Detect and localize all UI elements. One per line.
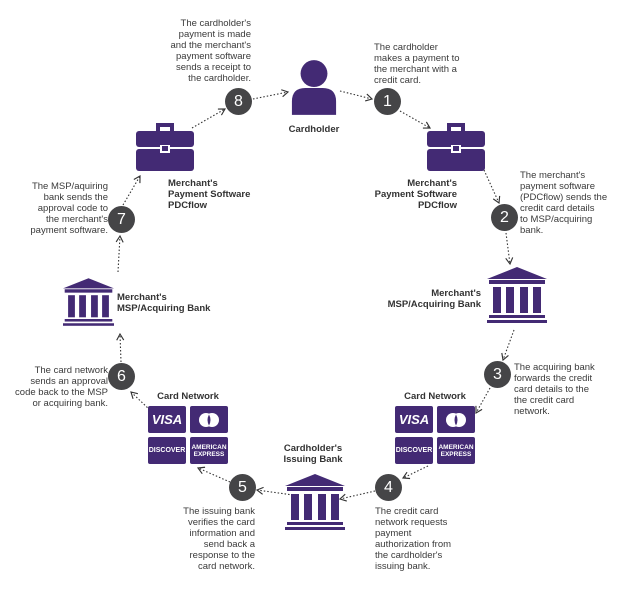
arrow-5-to-network — [196, 466, 231, 483]
arrow-bank-to-7 — [115, 234, 124, 273]
acquiring-bank-left-label: Merchant's MSP/Acquiring Bank — [117, 292, 211, 314]
bank-icon — [487, 267, 547, 323]
step-1-text: The cardholder makes a payment to the me… — [374, 42, 460, 86]
arrow-bank-to-3 — [501, 329, 515, 362]
arrow-8-to-cardholder — [252, 89, 290, 100]
cardholder-label: Cardholder — [288, 124, 340, 135]
card-network-right-logos: VISA DISCOVER AMERICAN EXPRESS — [395, 406, 477, 464]
amex-logo: AMERICAN EXPRESS — [437, 437, 475, 464]
step-8-text: The cardholder's payment is made and the… — [170, 18, 252, 84]
arrow-network-to-6 — [130, 391, 151, 411]
step-2-badge: 2 — [491, 204, 518, 231]
briefcase-icon — [427, 121, 485, 171]
discover-logo: DISCOVER — [395, 437, 433, 464]
step-6-text: The card network sends an approval code … — [15, 365, 108, 409]
step-2-text: The merchant's payment software (PDCflow… — [520, 170, 608, 236]
card-network-left-label: Card Network — [157, 391, 219, 402]
arrow-6-to-bank — [116, 332, 125, 363]
step-4-text: The credit card network requests payment… — [375, 506, 452, 572]
bank-icon — [63, 274, 114, 330]
step-5-badge: 5 — [229, 474, 256, 501]
visa-logo: VISA — [148, 406, 186, 433]
arrow-1-to-software — [399, 110, 432, 129]
step-3-badge: 3 — [484, 361, 511, 388]
bank-icon — [285, 474, 345, 530]
discover-logo: DISCOVER — [148, 437, 186, 464]
cardholder-icon — [290, 58, 338, 118]
issuing-bank-label: Cardholder's Issuing Bank — [283, 443, 343, 465]
step-4-badge: 4 — [375, 474, 402, 501]
arrow-cardholder-to-1 — [339, 90, 374, 102]
arrow-3-to-network — [475, 387, 491, 415]
merchant-software-left-label: Merchant's Payment Software PDCflow — [168, 178, 251, 211]
step-3-text: The acquiring bank forwards the credit c… — [514, 362, 595, 417]
arrow-software-to-2 — [483, 169, 501, 205]
mastercard-logo — [190, 406, 228, 433]
arrow-2-to-bank — [505, 232, 514, 266]
arrow-issuing-to-5 — [255, 486, 294, 496]
acquiring-bank-right-label: Merchant's MSP/Acquiring Bank — [387, 288, 481, 310]
step-6-badge: 6 — [108, 363, 135, 390]
step-5-text: The issuing bank verifies the card infor… — [183, 506, 255, 572]
card-network-right-label: Card Network — [404, 391, 466, 402]
mastercard-logo — [437, 406, 475, 433]
step-7-text: The MSP/aquiring bank sends the approval… — [30, 181, 108, 236]
step-7-badge: 7 — [108, 206, 135, 233]
step-8-badge: 8 — [225, 88, 252, 115]
amex-logo: AMERICAN EXPRESS — [190, 437, 228, 464]
visa-logo: VISA — [395, 406, 433, 433]
arrow-software-to-8 — [191, 108, 226, 129]
briefcase-icon — [136, 121, 194, 171]
arrow-7-to-software — [122, 175, 141, 206]
merchant-software-right-label: Merchant's Payment Software PDCflow — [374, 178, 457, 211]
card-network-left-logos: VISA DISCOVER AMERICAN EXPRESS — [148, 406, 230, 464]
arrow-4-to-issuing — [338, 490, 376, 502]
arrow-network-to-4 — [401, 465, 429, 480]
step-1-badge: 1 — [374, 88, 401, 115]
